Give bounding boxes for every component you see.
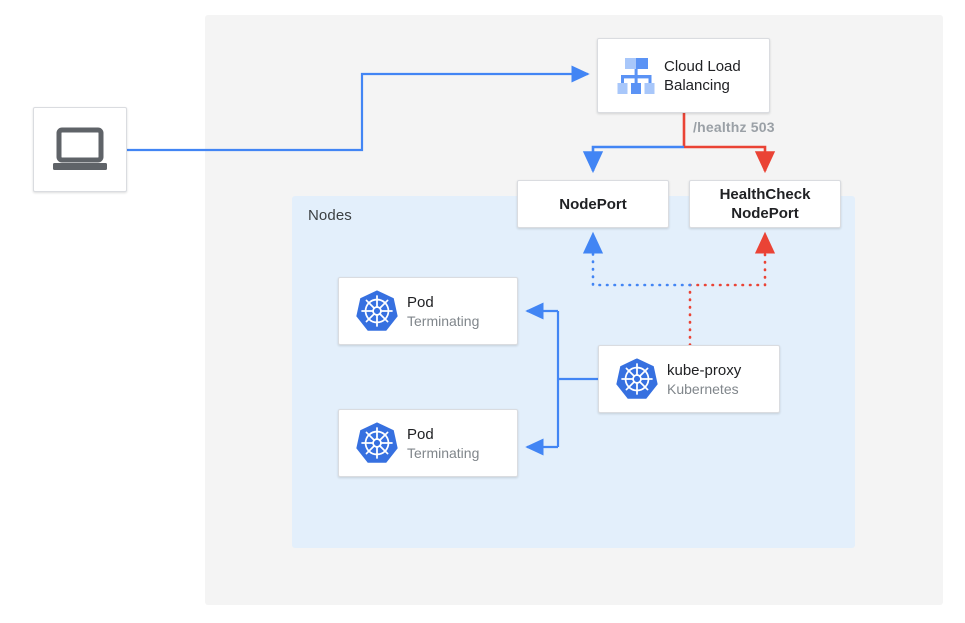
pod-node-1[interactable]: Pod Terminating (338, 277, 518, 345)
nodeport-label: NodePort (559, 195, 627, 213)
kubernetes-icon (347, 289, 407, 333)
pod-node-1-status: Terminating (407, 312, 480, 329)
cloud-load-balancing-icon (608, 55, 664, 97)
pod-node-2-status: Terminating (407, 444, 480, 461)
pod-node-2[interactable]: Pod Terminating (338, 409, 518, 477)
cloud-load-balancing-node[interactable]: Cloud Load Balancing (597, 38, 770, 113)
healthcheck-nodeport-label: HealthCheck NodePort (719, 186, 811, 222)
client-node[interactable] (33, 107, 127, 192)
kube-proxy-title: kube-proxy (667, 361, 742, 379)
kube-proxy-text: kube-proxy Kubernetes (667, 361, 779, 398)
kube-proxy-node[interactable]: kube-proxy Kubernetes (598, 345, 780, 413)
kubernetes-icon (607, 357, 667, 401)
pod-node-1-text: Pod Terminating (407, 293, 517, 330)
kube-proxy-subtitle: Kubernetes (667, 380, 739, 397)
healthcheck-nodeport-node[interactable]: HealthCheck NodePort (689, 180, 841, 228)
cloud-load-balancing-text: Cloud Load Balancing (664, 57, 769, 95)
healthz-edge-label: /healthz 503 (693, 119, 775, 135)
nodeport-node[interactable]: NodePort (517, 180, 669, 228)
cloud-load-balancing-title: Cloud Load Balancing (664, 57, 741, 94)
laptop-icon (51, 127, 109, 173)
pod-node-1-title: Pod (407, 293, 434, 311)
pod-node-2-title: Pod (407, 425, 434, 443)
pod-node-2-text: Pod Terminating (407, 425, 517, 462)
kubernetes-icon (347, 421, 407, 465)
nodes-panel-label: Nodes (308, 207, 352, 224)
